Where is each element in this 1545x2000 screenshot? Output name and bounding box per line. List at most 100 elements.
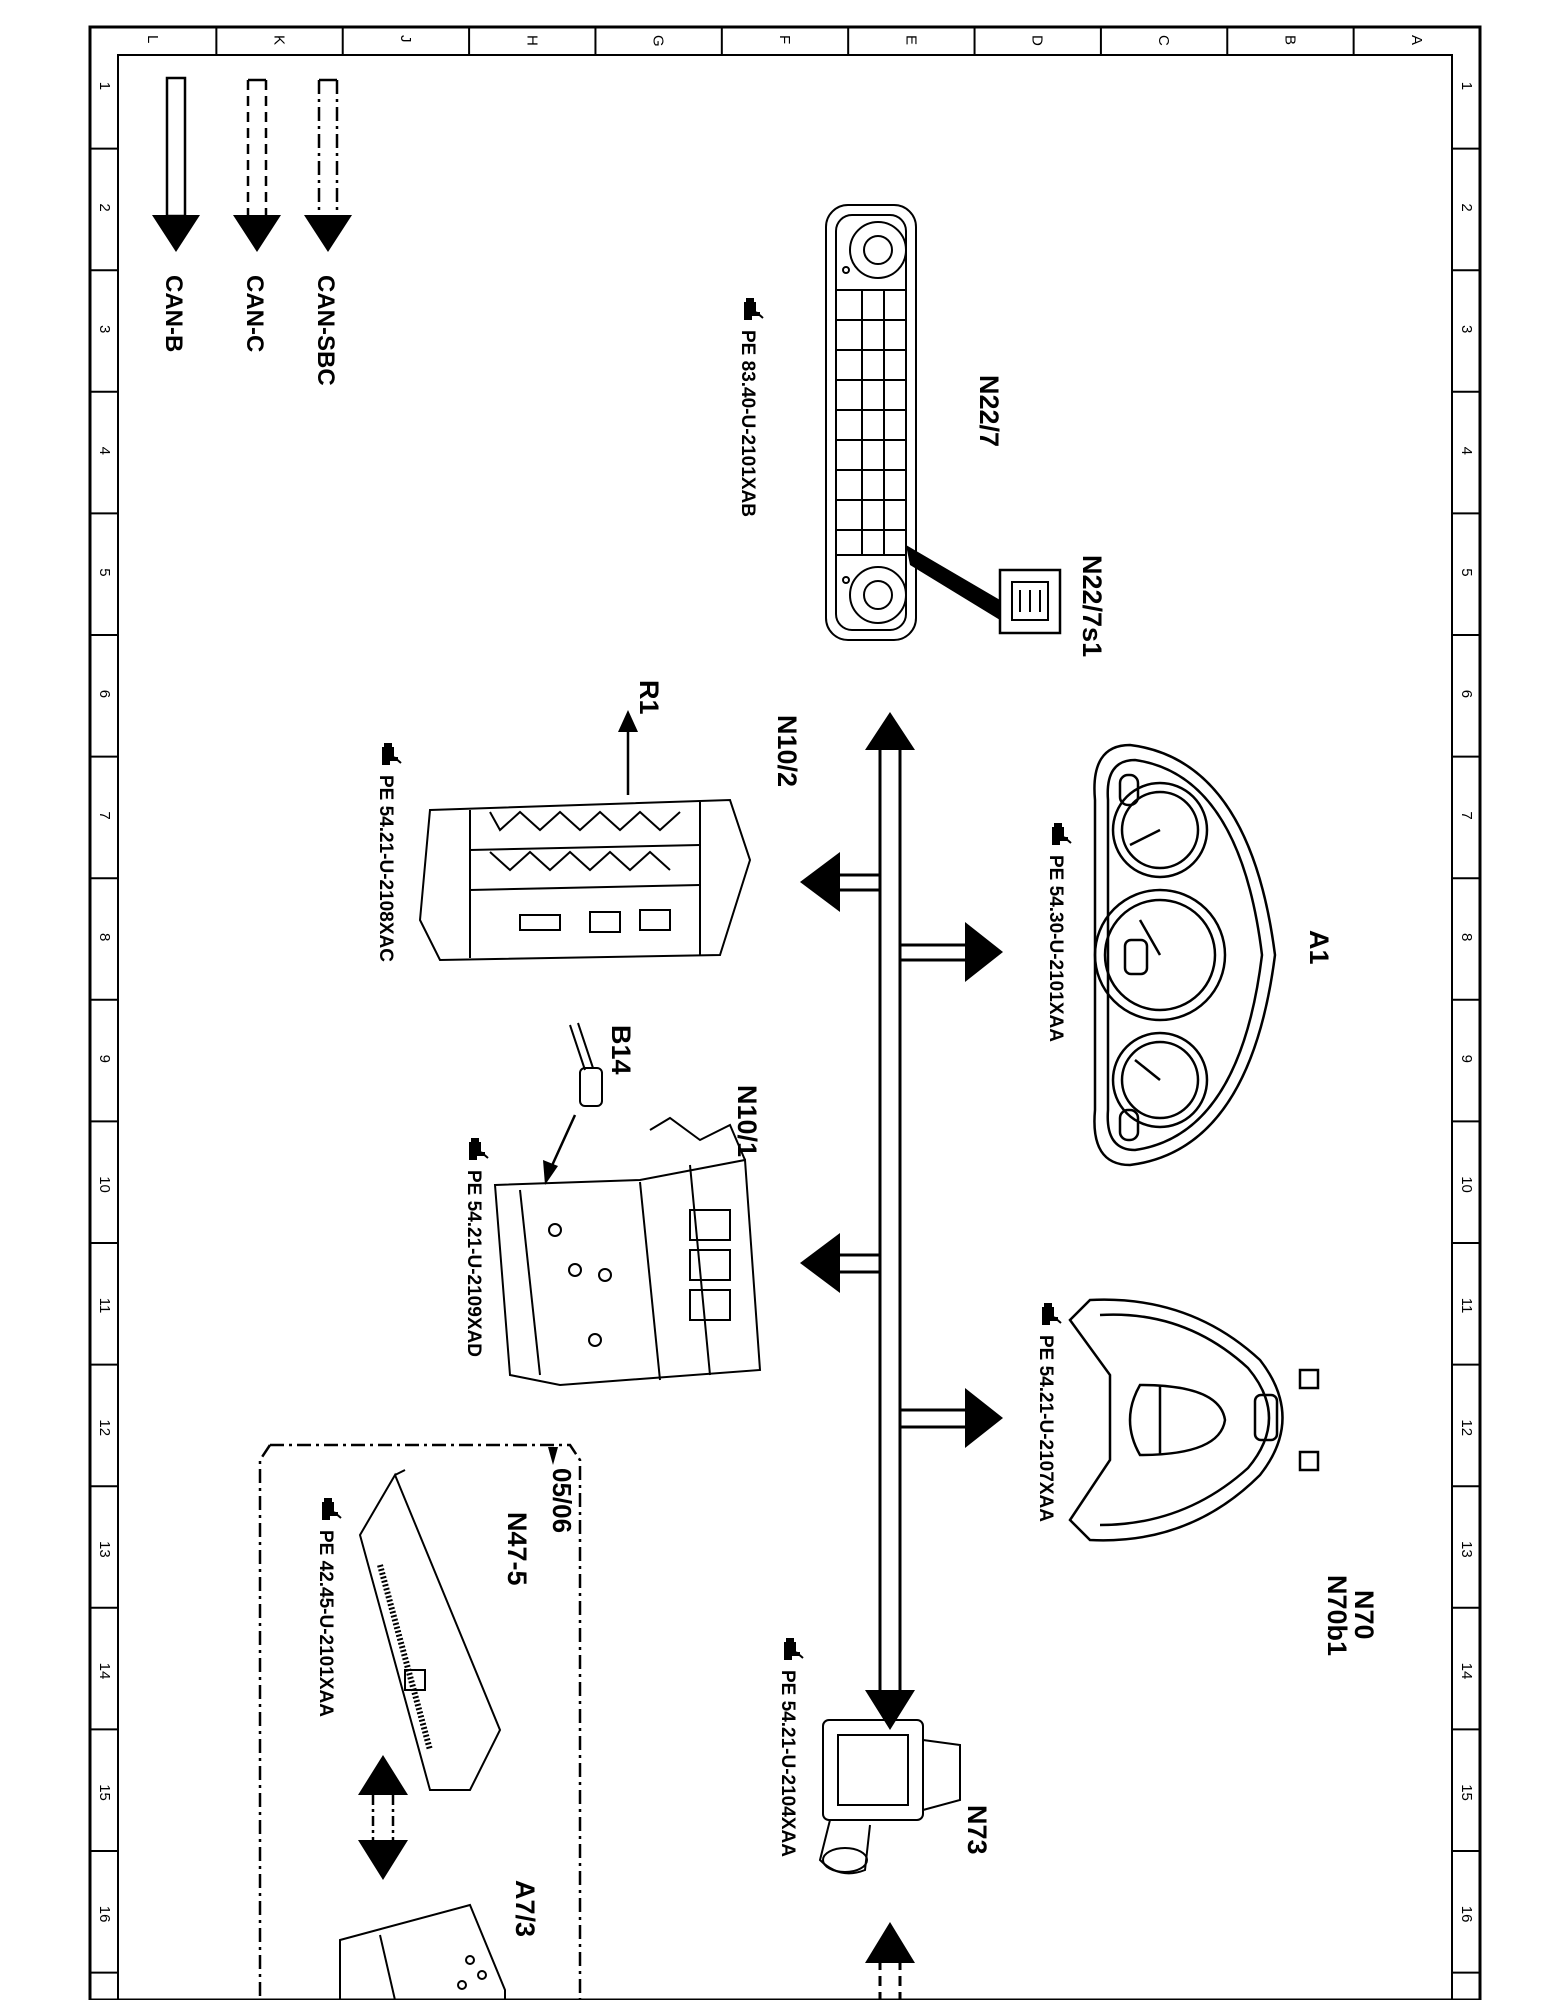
grid-column-label: H [523, 35, 540, 46]
rear-defrost-switch [906, 545, 1060, 633]
label-n70: N70 [1349, 1590, 1379, 1640]
ref-text-n47-5: PE 42.45-U-2101XAA [315, 1530, 336, 1717]
grid-column-label: B [1281, 35, 1298, 45]
ref-n70: PE 54.21-U-2107XAA [1035, 1302, 1062, 1522]
sam-module-front [495, 1118, 760, 1385]
can-c-bus-bottom [865, 1922, 915, 2000]
grid-row-label: 15 [1458, 1784, 1475, 1801]
pointing-hand-icon [1041, 1302, 1062, 1326]
branch-arrow-n10-1 [800, 1233, 840, 1293]
grid-row-label: 8 [96, 933, 113, 941]
grid-row-label: 6 [96, 690, 113, 698]
ref-n10-1: PE 54.21-U-2109XAD [463, 1137, 489, 1357]
branch-arrow-n70 [965, 1388, 1003, 1448]
grid-row-label: 4 [96, 447, 113, 455]
grid-column-label: L [144, 35, 161, 43]
legend-label-can-sbc: CAN-SBC [312, 275, 339, 386]
label-r1: R1 [634, 680, 664, 715]
hydraulic-unit [340, 1905, 505, 2000]
bus-arrow-down [865, 1690, 915, 1730]
legend-can-c-arrow [233, 78, 281, 252]
grid-row-label: 10 [1458, 1176, 1475, 1193]
legend-can-b-arrow [152, 76, 200, 252]
grid-row-label: 1 [1458, 82, 1475, 90]
grid-column-label: E [902, 35, 919, 45]
label-a7-3: A7/3 [510, 1880, 540, 1937]
grid-row-label: 1 [96, 82, 113, 90]
grid-row-label: 5 [96, 568, 113, 576]
ref-n47-5: PE 42.45-U-2101XAA [315, 1497, 342, 1717]
ref-n22-7: PE 83.40-U-2101XAB [737, 297, 764, 517]
grid-row-label: 11 [96, 1298, 113, 1314]
pointing-hand-icon [1051, 822, 1072, 846]
grid-row-label: 14 [96, 1663, 113, 1680]
label-n10-1: N10/1 [732, 1085, 762, 1157]
grid-row-label: 8 [1458, 933, 1475, 941]
grid-row-label: 6 [1458, 690, 1475, 698]
label-a1: A1 [1304, 930, 1334, 965]
grid-column-label: A [1408, 35, 1425, 45]
legend-label-can-b: CAN-B [160, 275, 187, 352]
label-n47-5: N47-5 [502, 1512, 532, 1586]
grid-row-label: 7 [1458, 811, 1475, 819]
option-box [258, 1443, 582, 2000]
grid-column-label: K [271, 35, 288, 45]
grid-row-label: 13 [96, 1541, 113, 1558]
ref-text-n22-7: PE 83.40-U-2101XAB [737, 330, 758, 517]
branch-arrow-a1 [965, 922, 1003, 982]
grid-row-label: 2 [96, 203, 113, 211]
grid-column-label: F [776, 35, 793, 44]
grid-row-label: 3 [1458, 325, 1475, 333]
ref-text-a1: PE 54.30-U-2101XAA [1045, 855, 1066, 1042]
grid-row-label: 4 [1458, 447, 1475, 455]
outer-frame [88, 25, 1482, 2000]
pointing-hand-icon [381, 742, 402, 766]
label-n10-2: N10/2 [772, 715, 802, 787]
grid-column-label: D [1029, 35, 1046, 46]
ref-text-n10-1: PE 54.21-U-2109XAD [463, 1170, 484, 1357]
legend-can-sbc-arrow [304, 78, 352, 252]
grid-row-label: 14 [1458, 1663, 1475, 1680]
grid-row-label: 12 [96, 1419, 113, 1436]
branch-arrow-n10-2 [800, 852, 840, 912]
pointing-hand-icon [743, 297, 764, 321]
bus-legend: CAN-SBC CAN-C CAN-B [152, 76, 352, 386]
sam-module-rear [420, 800, 750, 960]
legend-label-can-c: CAN-C [241, 275, 268, 352]
ref-a1: PE 54.30-U-2101XAA [1045, 822, 1072, 1042]
grid-row-label: 7 [96, 811, 113, 819]
grid-row-label: 2 [1458, 203, 1475, 211]
can-b-bus [800, 712, 1003, 1730]
pointing-hand-icon [783, 1637, 804, 1661]
label-n73: N73 [962, 1805, 992, 1855]
grid-row-label: 9 [1458, 1055, 1475, 1063]
grid-row-label: 16 [1458, 1906, 1475, 1923]
overhead-control-panel [1070, 1300, 1318, 1541]
b14-arrow [543, 1114, 577, 1185]
ref-n73: PE 54.21-U-2104XAA [777, 1637, 804, 1857]
grid-row-label: 3 [96, 325, 113, 333]
grid-column-label: G [650, 35, 667, 47]
ref-text-n70: PE 54.21-U-2107XAA [1035, 1335, 1056, 1522]
grid-row-label: 16 [96, 1906, 113, 1923]
ref-text-n73: PE 54.21-U-2104XAA [777, 1670, 798, 1857]
instrument-cluster [1094, 745, 1275, 1165]
temperature-sensor [570, 1023, 602, 1106]
grid-row-label: 13 [1458, 1541, 1475, 1558]
pointing-hand-icon [468, 1137, 489, 1161]
ignition-switch [820, 1720, 960, 1873]
can-sbc-link [358, 1755, 408, 1880]
ref-n10-2: PE 54.21-U-2108XAC [375, 742, 402, 962]
label-n22-7s1: N22/7s1 [1077, 555, 1107, 657]
grid-row-label: 15 [96, 1784, 113, 1801]
option-box-label: 05/06 [547, 1468, 577, 1533]
ref-text-n10-2: PE 54.21-U-2108XAC [375, 775, 396, 962]
r1-arrow [618, 710, 638, 795]
grid-row-label: 5 [1458, 568, 1475, 576]
pointing-hand-icon [321, 1497, 342, 1521]
grid-column-label: J [397, 35, 414, 43]
esp-control-unit [360, 1470, 500, 1790]
label-b14: B14 [606, 1025, 636, 1075]
